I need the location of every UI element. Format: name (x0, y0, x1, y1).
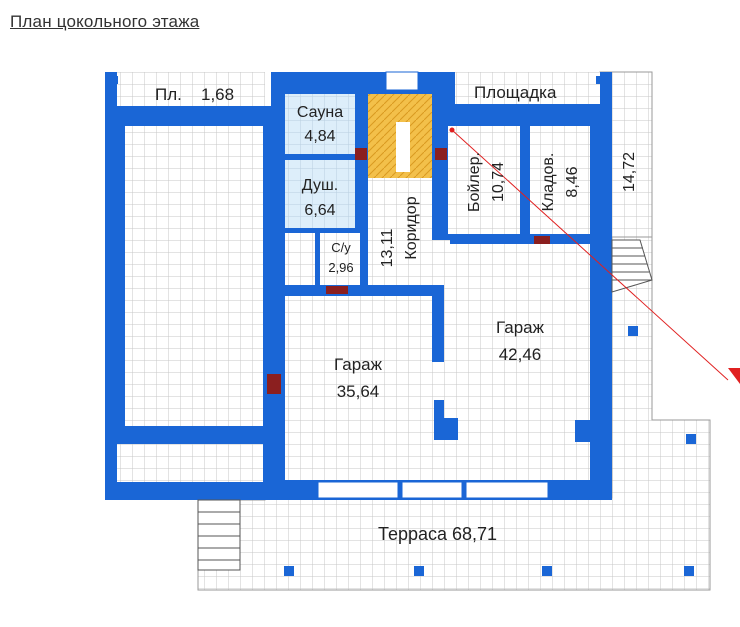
garage-left-name: Гараж (334, 355, 383, 374)
wc-room (320, 233, 360, 285)
platform-small-name: Пл. (155, 85, 182, 104)
post (284, 566, 294, 576)
garage-right-area: 42,46 (499, 345, 542, 364)
post (686, 434, 696, 444)
window-top-left (265, 72, 271, 106)
wc-area: 2,96 (328, 260, 353, 275)
storage-area: 8,46 (564, 166, 581, 197)
post (414, 566, 424, 576)
post (684, 566, 694, 576)
window-top (385, 71, 419, 91)
post (628, 326, 638, 336)
pillar-2 (444, 418, 458, 440)
corridor-name: Коридор (403, 196, 420, 259)
post (110, 76, 118, 84)
sauna-room (285, 94, 355, 154)
shower-room (285, 160, 355, 228)
platform-small (117, 72, 265, 106)
pillar (434, 400, 444, 440)
shower-area: 6,64 (304, 202, 335, 219)
garage-door-3 (465, 481, 549, 499)
corridor-room (368, 178, 432, 285)
terrace-area: 68,71 (452, 524, 497, 544)
boiler-room (448, 126, 520, 234)
side-stairs-left (197, 499, 241, 571)
terrace-name: Терраса (378, 524, 448, 544)
storage-name: Кладов. (540, 153, 557, 212)
sauna-area: 4,84 (304, 128, 335, 145)
door-left (267, 374, 281, 394)
door-sauna (355, 148, 367, 160)
garage-right-room (444, 244, 590, 480)
closet (285, 233, 315, 285)
door-wc (326, 286, 348, 294)
boiler-area: 10,74 (490, 162, 507, 202)
door-boiler (534, 236, 550, 244)
platform (455, 72, 600, 104)
boiler-name: Бойлер. (466, 152, 483, 212)
garage-left-room (285, 296, 432, 480)
garage-door-2 (401, 481, 463, 499)
platform-small-area: 1,68 (201, 85, 234, 104)
corridor-area: 13,11 (379, 228, 396, 267)
side-area-value: 14,72 (621, 152, 638, 192)
storage-room (530, 126, 590, 234)
platform-name: Площадка (474, 83, 557, 102)
left-bench (117, 444, 263, 482)
post (542, 566, 552, 576)
section-arrow (728, 368, 740, 384)
wc-name: С/у (331, 240, 351, 255)
door-stair (435, 148, 447, 160)
page-title: План цокольного этажа (10, 12, 200, 31)
garage-divider (432, 296, 444, 362)
post (596, 76, 604, 84)
garage-right-name: Гараж (496, 318, 545, 337)
garage-left-area: 35,64 (337, 382, 380, 401)
garage-door-1 (317, 481, 399, 499)
shower-name: Душ. (302, 177, 338, 194)
sauna-name: Сауна (297, 104, 343, 121)
section-line (451, 129, 729, 381)
pillar-3 (575, 420, 590, 442)
left-room (125, 126, 263, 426)
stair-core (396, 122, 410, 172)
section-point (449, 127, 455, 133)
